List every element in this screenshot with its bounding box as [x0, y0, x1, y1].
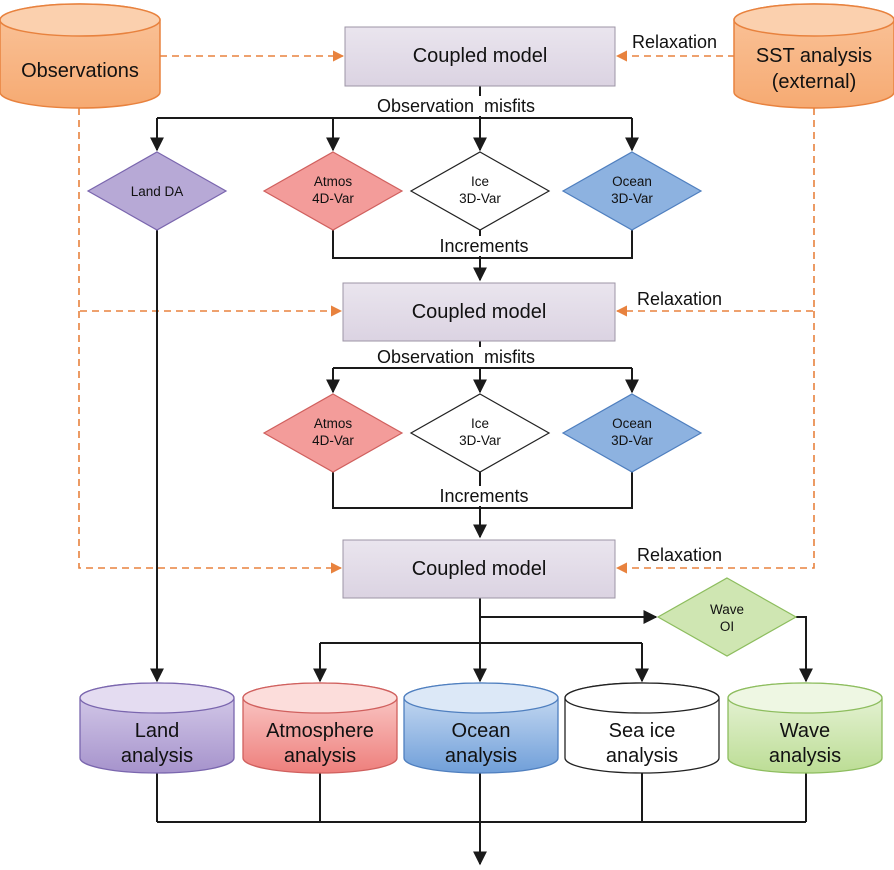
ocean-label: Ocean: [612, 174, 652, 189]
land-analysis-cylinder: Land analysis: [79, 682, 235, 774]
sst-analysis-cylinder: SST analysis (external): [733, 3, 894, 109]
coupled-model-label: Coupled model: [412, 301, 547, 323]
coupled-model-label: Coupled model: [413, 45, 548, 67]
ocean-label: Ocean: [612, 416, 652, 431]
ice-label: Ice: [471, 416, 489, 431]
ocean-analysis-cylinder: Ocean analysis: [403, 682, 559, 774]
atmosphere-analysis-cylinder: Atmosphere analysis: [242, 682, 398, 774]
atmos-4dvar-diamond-2: Atmos 4D-Var: [262, 393, 404, 473]
increments-label: Increments: [439, 236, 528, 256]
coupled-model-label: Coupled model: [412, 558, 547, 580]
sst-analysis-label: SST analysis: [756, 45, 872, 67]
ocean-sublabel: 3D-Var: [611, 191, 653, 206]
wave-analysis-sublabel: analysis: [769, 745, 841, 767]
land-analysis-sublabel: analysis: [121, 745, 193, 767]
ocean-analysis-label: Ocean: [452, 720, 511, 742]
ocean-analysis-sublabel: analysis: [445, 745, 517, 767]
land-da-label: Land DA: [131, 184, 184, 199]
ice-sublabel: 3D-Var: [459, 191, 501, 206]
sst-analysis-sublabel: (external): [772, 71, 856, 93]
ice-label: Ice: [471, 174, 489, 189]
relaxation-label: Relaxation: [632, 32, 717, 52]
observations-cylinder: Observations: [0, 3, 161, 109]
coupled-model-box-1: Coupled model: [344, 26, 616, 87]
observation-feed-lines: [78, 50, 345, 574]
observation-misfits-label: Observation misfits: [377, 347, 535, 367]
land-da-diamond: Land DA: [86, 151, 228, 231]
increments-label: Increments: [439, 486, 528, 506]
wave-analysis-label: Wave: [780, 720, 830, 742]
observation-misfits-label: Observation misfits: [377, 96, 535, 116]
ocean-3dvar-diamond-2: Ocean 3D-Var: [561, 393, 703, 473]
coupled-model-box-2: Coupled model: [342, 282, 616, 342]
coupled-model-box-3: Coupled model: [342, 539, 616, 599]
wave-oi-diamond: Wave OI: [656, 577, 798, 657]
wave-oi-label: Wave: [710, 602, 744, 617]
atmos-sublabel: 4D-Var: [312, 433, 354, 448]
flow-lines: [150, 86, 813, 866]
atmos-4dvar-diamond-1: Atmos 4D-Var: [262, 151, 404, 231]
atmos-sublabel: 4D-Var: [312, 191, 354, 206]
ice-sublabel: 3D-Var: [459, 433, 501, 448]
atmos-label: Atmos: [314, 416, 353, 431]
ocean-3dvar-diamond-1: Ocean 3D-Var: [561, 151, 703, 231]
relaxation-label: Relaxation: [637, 289, 722, 309]
sea-ice-analysis-label: Sea ice: [609, 720, 676, 742]
wave-analysis-cylinder: Wave analysis: [727, 682, 883, 774]
atmosphere-analysis-sublabel: analysis: [284, 745, 356, 767]
ice-3dvar-diamond-2: Ice 3D-Var: [409, 393, 551, 473]
land-analysis-label: Land: [135, 720, 180, 742]
sea-ice-analysis-sublabel: analysis: [606, 745, 678, 767]
relaxation-label: Relaxation: [637, 545, 722, 565]
atmosphere-analysis-label: Atmosphere: [266, 720, 374, 742]
ice-3dvar-diamond-1: Ice 3D-Var: [409, 151, 551, 231]
relaxation-feed-lines: [615, 50, 815, 574]
atmos-label: Atmos: [314, 174, 353, 189]
observations-label: Observations: [21, 60, 139, 82]
ocean-sublabel: 3D-Var: [611, 433, 653, 448]
wave-oi-sublabel: OI: [720, 619, 734, 634]
sea-ice-analysis-cylinder: Sea ice analysis: [564, 682, 720, 774]
